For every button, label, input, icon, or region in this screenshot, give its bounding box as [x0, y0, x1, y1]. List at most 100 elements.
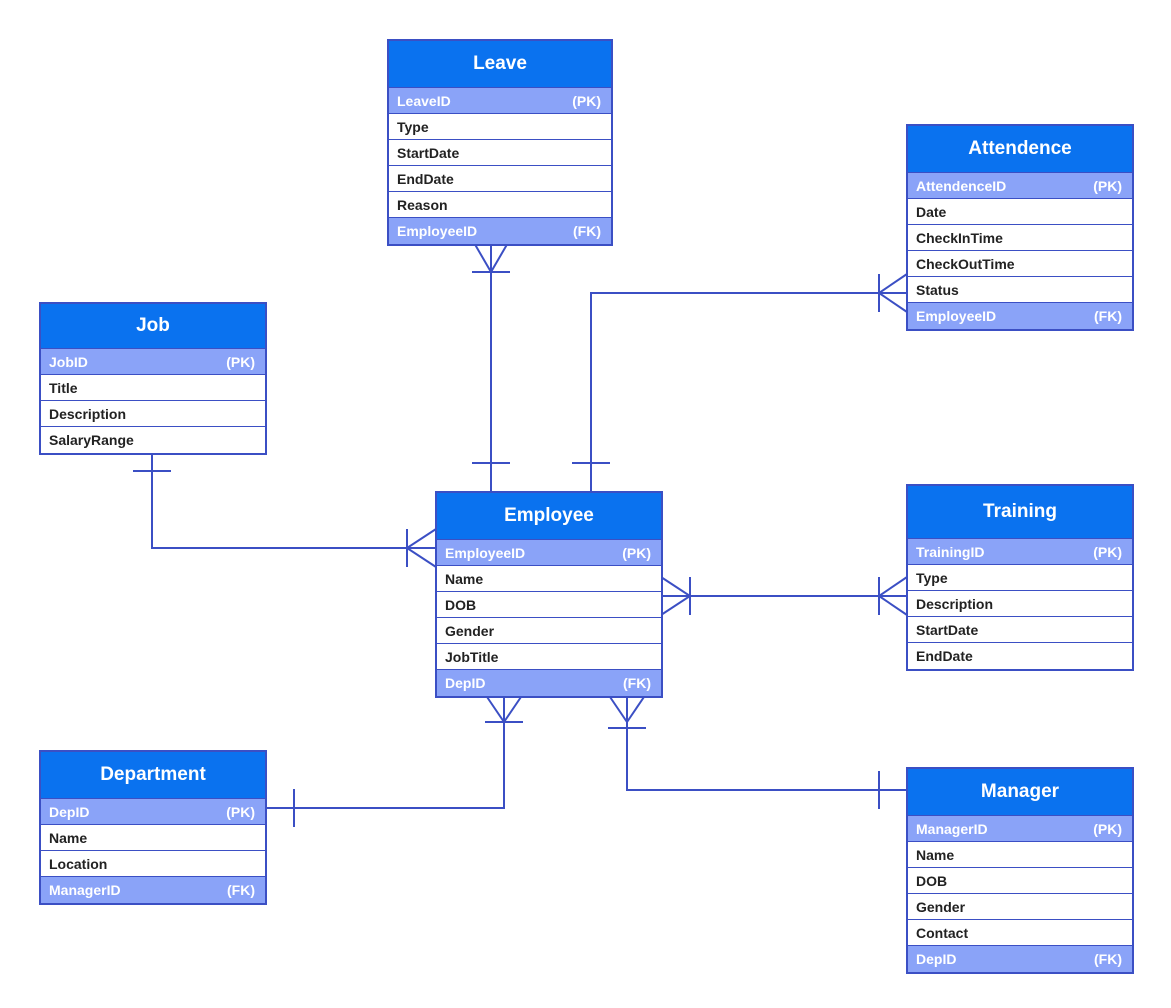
- field-row: Status: [908, 277, 1132, 303]
- field-row: ManagerID (PK): [908, 816, 1132, 842]
- field-name: Title: [49, 379, 78, 396]
- field-name: StartDate: [916, 621, 979, 638]
- field-row: Description: [908, 591, 1132, 617]
- field-key-tag: (FK): [573, 223, 601, 239]
- field-row: Name: [41, 825, 265, 851]
- field-name: StartDate: [397, 144, 460, 161]
- field-name: CheckOutTime: [916, 255, 1015, 272]
- relationship-department-employee: [266, 693, 524, 827]
- field-name: DepID: [445, 675, 486, 691]
- field-key-tag: (PK): [1093, 820, 1122, 837]
- field-row: CheckInTime: [908, 225, 1132, 251]
- field-name: ManagerID: [916, 820, 988, 837]
- field-row: DOB: [908, 868, 1132, 894]
- field-row: StartDate: [908, 617, 1132, 643]
- field-key-tag: (PK): [572, 92, 601, 109]
- field-row: LeaveID(PK): [389, 88, 611, 114]
- field-row: Contact: [908, 920, 1132, 946]
- field-name: SalaryRange: [49, 432, 134, 448]
- field-row: SalaryRange: [41, 427, 265, 453]
- field-name: DOB: [916, 872, 948, 889]
- entity-title: Employee: [437, 493, 661, 540]
- field-key-tag: (FK): [227, 882, 255, 898]
- field-name: Type: [397, 118, 429, 135]
- relationship-job-employee: [133, 452, 437, 568]
- field-row: AttendenceID (PK): [908, 173, 1132, 199]
- field-row: Description: [41, 401, 265, 427]
- field-name: Status: [916, 281, 959, 298]
- field-row: Type: [908, 565, 1132, 591]
- field-row: ManagerID (FK): [41, 877, 265, 903]
- field-name: Location: [49, 855, 108, 872]
- field-row: Title: [41, 375, 265, 401]
- field-name: Description: [49, 405, 127, 422]
- field-name: Description: [916, 595, 994, 612]
- relationship-manager-employee: [607, 693, 907, 809]
- field-row: EmployeeID (PK): [437, 540, 661, 566]
- field-row: CheckOutTime: [908, 251, 1132, 277]
- field-row: Reason: [389, 192, 611, 218]
- field-row: DepID (PK): [41, 799, 265, 825]
- relationship-attendence-employee: [572, 273, 908, 492]
- field-row: Gender: [908, 894, 1132, 920]
- field-name: EmployeeID: [397, 223, 478, 239]
- crow-foot-employee-manager: [607, 693, 647, 724]
- field-name: CheckInTime: [916, 229, 1003, 246]
- field-row: EndDate: [908, 643, 1132, 669]
- field-name: Name: [916, 846, 955, 863]
- entity-title: Department: [41, 752, 265, 799]
- field-name: DOB: [445, 596, 477, 613]
- field-row: Name: [908, 842, 1132, 868]
- field-name: Type: [916, 569, 948, 586]
- field-name: EndDate: [916, 648, 973, 664]
- field-name: Name: [49, 829, 88, 846]
- field-name: Name: [445, 570, 484, 587]
- field-key-tag: (PK): [622, 544, 651, 561]
- field-name: Gender: [916, 898, 966, 915]
- field-name: AttendenceID: [916, 177, 1007, 194]
- field-key-tag: (FK): [623, 675, 651, 691]
- field-name: ManagerID: [49, 882, 121, 898]
- field-row: TrainingID(PK): [908, 539, 1132, 565]
- field-row: EmployeeID(FK): [908, 303, 1132, 329]
- field-name: EmployeeID: [916, 308, 997, 324]
- field-name: Gender: [445, 622, 495, 639]
- entity-title: Attendence: [908, 126, 1132, 173]
- field-name: DepID: [916, 951, 957, 967]
- field-key-tag: (FK): [1094, 951, 1122, 967]
- relationship-employee-training: [660, 576, 908, 616]
- field-row: Date: [908, 199, 1132, 225]
- relationship-leave-employee: [472, 240, 510, 492]
- field-name: EmployeeID: [445, 544, 526, 561]
- field-row: DOB: [437, 592, 661, 618]
- field-row: DepID (FK): [437, 670, 661, 696]
- field-name: JobID: [49, 353, 88, 370]
- field-name: JobTitle: [445, 648, 499, 665]
- field-name: EndDate: [397, 170, 454, 187]
- entity-title: Training: [908, 486, 1132, 539]
- field-key-tag: (PK): [226, 803, 255, 820]
- field-name: DepID: [49, 803, 90, 820]
- field-key-tag: (PK): [1093, 177, 1122, 194]
- entity-title: Job: [41, 304, 265, 349]
- field-key-tag: (PK): [1093, 543, 1122, 560]
- field-row: Type: [389, 114, 611, 140]
- entity-title: Leave: [389, 41, 611, 88]
- field-name: Date: [916, 203, 947, 220]
- field-key-tag: (PK): [226, 353, 255, 370]
- field-row: DepID (FK): [908, 946, 1132, 972]
